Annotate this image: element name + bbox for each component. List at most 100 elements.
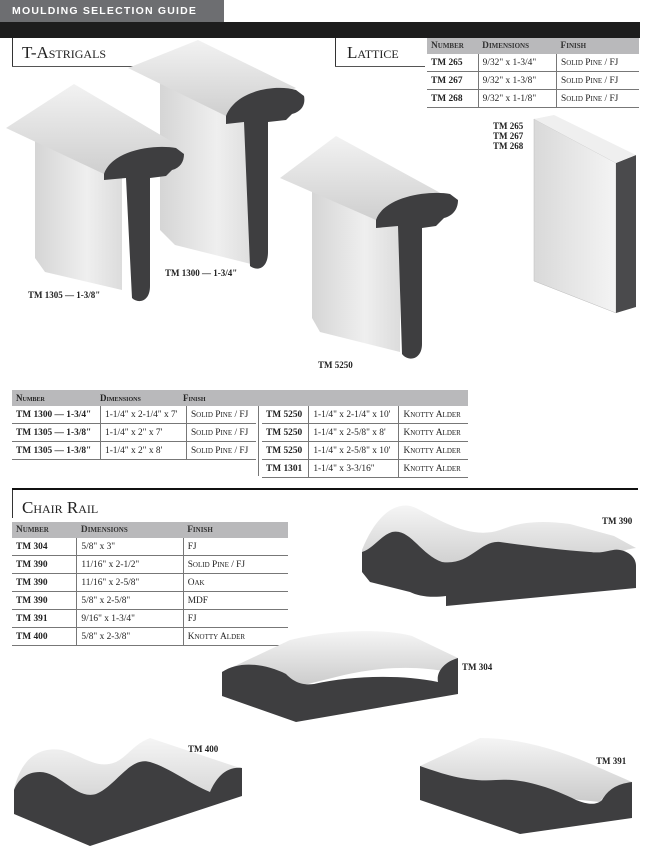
- table-cell: 1-1/4" x 2-5/8" x 8': [308, 423, 399, 442]
- table-cell: TM 390: [12, 573, 77, 592]
- table-cell: TM 391: [12, 609, 77, 628]
- table-cell: TM 265: [427, 54, 479, 72]
- table-cell: TM 390: [12, 591, 77, 610]
- chair-rail-title: Chair Rail: [22, 498, 99, 517]
- chair-rail-table: Number Dimensions Finish TM 304 5/8" x 3…: [12, 522, 288, 646]
- tm400-shape: [14, 738, 242, 846]
- tm304-shape: [222, 631, 458, 722]
- t-astrigals-bracket-bottom: [12, 66, 152, 67]
- tm1300-shape: [128, 40, 305, 269]
- table-cell: TM 390: [12, 555, 77, 574]
- header-bar: MOULDING SELECTION GUIDE: [0, 0, 666, 22]
- table-cell: Solid Pine / FJ: [556, 54, 639, 72]
- table-row: TM 268 9/32" x 1-1/8" Solid Pine / FJ: [427, 89, 639, 108]
- tm5250-shape: [280, 136, 458, 359]
- header-band: [0, 22, 640, 38]
- table-cell: TM 1300 — 1-3/4": [12, 406, 101, 424]
- lattice-header-dimensions: Dimensions: [478, 38, 557, 54]
- table-cell: 1-1/4" x 2-1/4" x 7': [100, 406, 187, 424]
- astrigal-header-dimensions: Dimensions: [100, 393, 141, 403]
- lattice-illustration: [533, 115, 636, 314]
- table-cell: TM 5250: [262, 423, 309, 442]
- table-row: TM 5250 1-1/4" x 2-5/8" x 10' Knotty Ald…: [262, 441, 468, 460]
- table-cell: Solid Pine / FJ: [556, 89, 639, 108]
- label-tm304: TM 304: [462, 662, 493, 672]
- header-title-box: [0, 0, 224, 22]
- table-cell: 9/32" x 1-3/4": [477, 54, 557, 72]
- table-row: TM 400 5/8" x 2-3/8" Knotty Alder: [12, 627, 288, 646]
- lattice-bracket-left: [335, 38, 336, 66]
- table-cell: TM 1305 — 1-3/8": [12, 441, 101, 460]
- lattice-label-268: TM 268: [493, 141, 524, 151]
- table-cell: TM 5250: [262, 441, 309, 460]
- astrigal-header-number: Number: [16, 393, 45, 403]
- table-cell: 5/8" x 2-5/8": [76, 591, 184, 610]
- table-cell: FJ: [182, 538, 288, 556]
- t-astrigals-illustration: [6, 40, 458, 359]
- chair-header-finish: Finish: [183, 522, 288, 538]
- table-cell: TM 304: [12, 538, 77, 556]
- table-cell: 11/16" x 2-1/2": [76, 555, 184, 574]
- label-tm391: TM 391: [596, 756, 627, 766]
- table-row: TM 1301 1-1/4" x 3-3/16" Knotty Alder: [262, 459, 468, 478]
- table-cell: 9/32" x 1-1/8": [477, 89, 557, 108]
- table-row: TM 391 9/16" x 1-3/4" FJ: [12, 609, 288, 628]
- astrigal-header-finish: Finish: [183, 393, 206, 403]
- table-row: TM 390 5/8" x 2-5/8" MDF: [12, 591, 288, 610]
- t-astrigals-bracket-left: [12, 38, 13, 66]
- lattice-title: Lattice: [347, 43, 399, 62]
- table-cell: 5/8" x 2-3/8": [76, 627, 184, 646]
- lattice-bracket-bottom: [335, 66, 425, 67]
- table-row: TM 5250 1-1/4" x 2-5/8" x 8' Knotty Alde…: [262, 423, 468, 442]
- table-cell: 9/16" x 1-3/4": [76, 609, 184, 628]
- label-tm400: TM 400: [188, 744, 219, 754]
- chair-rail-illustration: [14, 505, 636, 846]
- table-cell: 11/16" x 2-5/8": [76, 573, 184, 592]
- table-cell: Solid Pine / FJ: [185, 406, 256, 424]
- t-astrigals-title: T-Astrigals: [22, 43, 107, 62]
- table-cell: Knotty Alder: [398, 441, 468, 460]
- table-row: TM 267 9/32" x 1-3/8" Solid Pine / FJ: [427, 71, 639, 90]
- table-cell: TM 5250: [262, 406, 309, 424]
- astrigal-table-header-bar: [12, 390, 468, 406]
- label-tm1300: TM 1300 — 1-3/4": [165, 268, 238, 278]
- lattice-header-number: Number: [427, 38, 479, 54]
- tm390-shape: [362, 505, 636, 606]
- label-tm390: TM 390: [602, 516, 633, 526]
- table-cell: 1-1/4" x 2" x 7': [100, 423, 187, 442]
- lattice-label-265: TM 265: [493, 121, 524, 131]
- table-cell: Solid Pine / FJ: [182, 555, 288, 574]
- table-row: TM 5250 1-1/4" x 2-1/4" x 10' Knotty Ald…: [262, 406, 468, 424]
- astrigal-table-divider: [258, 406, 259, 476]
- label-tm5250: TM 5250: [318, 360, 353, 370]
- lattice-table: Number Dimensions Finish TM 265 9/32" x …: [427, 38, 639, 108]
- table-cell: TM 1305 — 1-3/8": [12, 423, 101, 442]
- table-row: TM 265 9/32" x 1-3/4" Solid Pine / FJ: [427, 54, 639, 72]
- chair-rail-rule: [12, 488, 638, 490]
- table-row: TM 1305 — 1-3/8" 1-1/4" x 2" x 8' Solid …: [12, 441, 256, 460]
- chair-header-number: Number: [12, 522, 77, 538]
- table-cell: 5/8" x 3": [76, 538, 184, 556]
- page-title: MOULDING SELECTION GUIDE: [12, 5, 198, 17]
- table-cell: Knotty Alder: [398, 423, 468, 442]
- table-cell: TM 267: [427, 71, 479, 90]
- chair-rail-bracket-left: [12, 490, 13, 518]
- table-cell: Knotty Alder: [398, 459, 468, 478]
- table-row: TM 1305 — 1-3/8" 1-1/4" x 2" x 7' Solid …: [12, 423, 256, 442]
- label-tm1305: TM 1305 — 1-3/8": [28, 290, 101, 300]
- table-cell: FJ: [182, 609, 288, 628]
- table-cell: 1-1/4" x 2" x 8': [100, 441, 187, 460]
- table-cell: TM 400: [12, 627, 77, 646]
- astrigal-table-left: TM 1300 — 1-3/4" 1-1/4" x 2-1/4" x 7' So…: [12, 406, 256, 460]
- table-cell: MDF: [182, 591, 288, 610]
- table-cell: Solid Pine / FJ: [185, 441, 256, 460]
- tm391-shape: [420, 738, 632, 834]
- table-cell: 9/32" x 1-3/8": [477, 71, 557, 90]
- table-cell: Knotty Alder: [398, 406, 468, 424]
- table-cell: Solid Pine / FJ: [185, 423, 256, 442]
- table-row: TM 390 11/16" x 2-1/2" Solid Pine / FJ: [12, 555, 288, 574]
- table-cell: 1-1/4" x 3-3/16": [308, 459, 399, 478]
- chair-header-dimensions: Dimensions: [76, 522, 184, 538]
- table-cell: 1-1/4" x 2-5/8" x 10': [308, 441, 399, 460]
- lattice-label-267: TM 267: [493, 131, 524, 141]
